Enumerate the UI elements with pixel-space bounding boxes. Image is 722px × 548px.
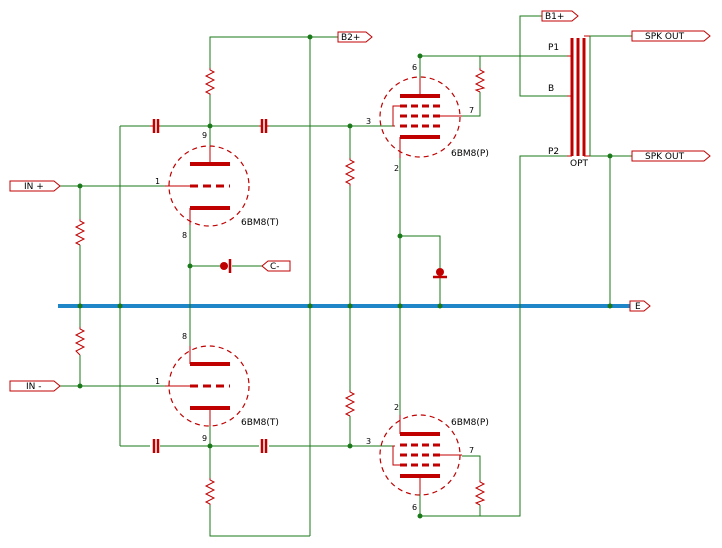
b1-plus-flag: B1+ xyxy=(545,12,564,22)
bottom-pentode-pin-screen: 7 xyxy=(469,446,474,455)
spk-out-flag-1: SPK OUT xyxy=(645,32,685,42)
in-plus-flag: IN + xyxy=(24,182,44,192)
in-minus-flag: IN - xyxy=(26,382,42,392)
top-pentode-pin-grid: 3 xyxy=(366,117,371,126)
pentode-bottom xyxy=(379,414,462,496)
opt-label: OPT xyxy=(570,159,589,169)
opt-b-label: B xyxy=(548,84,554,94)
bottom-pentode-pin-cathode: 2 xyxy=(394,403,399,412)
pentode-top xyxy=(379,76,462,158)
bottom-triode-pin-grid: 1 xyxy=(155,377,160,386)
bottom-pentode-pin-grid: 3 xyxy=(366,437,371,446)
earth-flag: E xyxy=(635,302,641,312)
top-pentode-pin-cathode: 2 xyxy=(394,164,399,173)
opt-p2-label: P2 xyxy=(548,147,559,157)
bottom-pentode-pin-plate: 6 xyxy=(412,503,417,512)
top-triode-pin-cathode: 8 xyxy=(182,231,187,240)
top-triode-label: 6BM8(T) xyxy=(241,218,279,228)
capacitors xyxy=(150,119,447,453)
top-pentode-pin-plate: 6 xyxy=(412,63,417,72)
triode-bottom xyxy=(165,345,250,427)
top-pentode-label: 6BM8(P) xyxy=(451,149,489,159)
opt-p1-label: P1 xyxy=(548,43,559,53)
resistors xyxy=(74,68,486,506)
bottom-triode-pin-cathode: 8 xyxy=(182,332,187,341)
net-flags: B2+ B1+ SPK OUT SPK OUT IN + IN - C- E xyxy=(9,10,711,392)
bottom-pentode-label: 6BM8(P) xyxy=(451,418,489,428)
wiring xyxy=(60,15,632,537)
bottom-triode-pin-plate: 9 xyxy=(202,434,207,443)
junction-dots xyxy=(77,34,613,519)
tube-labels: 6BM8(T) 9 1 8 6BM8(T) 8 1 9 6BM8(P) 6 3 … xyxy=(155,63,489,512)
triode-top xyxy=(165,145,250,227)
c-minus-flag: C- xyxy=(270,262,280,272)
spk-out-flag-2: SPK OUT xyxy=(645,152,685,162)
b2-plus-flag: B2+ xyxy=(341,33,360,43)
top-triode-pin-grid: 1 xyxy=(155,177,160,186)
output-transformer: OPT P1 B P2 xyxy=(548,35,590,169)
top-triode-pin-plate: 9 xyxy=(202,131,207,140)
top-pentode-pin-screen: 7 xyxy=(469,106,474,115)
bottom-triode-label: 6BM8(T) xyxy=(241,418,279,428)
